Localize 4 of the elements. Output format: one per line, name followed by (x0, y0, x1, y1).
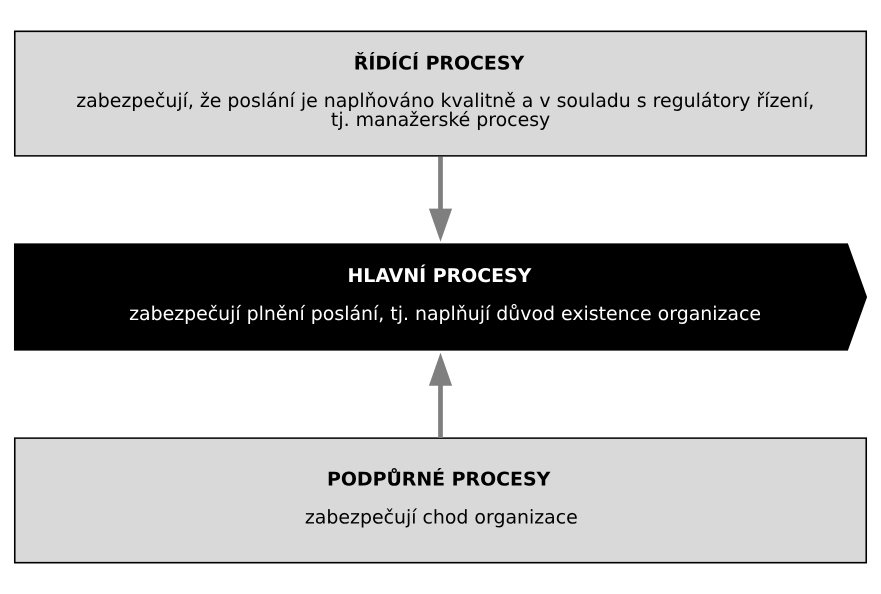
arrow (428, 156, 452, 242)
node-box: ŘÍDÍCÍ PROCESY zabezpečují, že poslání je naplňováno kvalitně a v souladu s regulátory řízení, tj. manažerské procesy (14, 30, 868, 157)
arrow (428, 352, 452, 438)
node-box: PODPŮRNÉ PROCESY zabezpečují chod organizace (14, 437, 868, 564)
